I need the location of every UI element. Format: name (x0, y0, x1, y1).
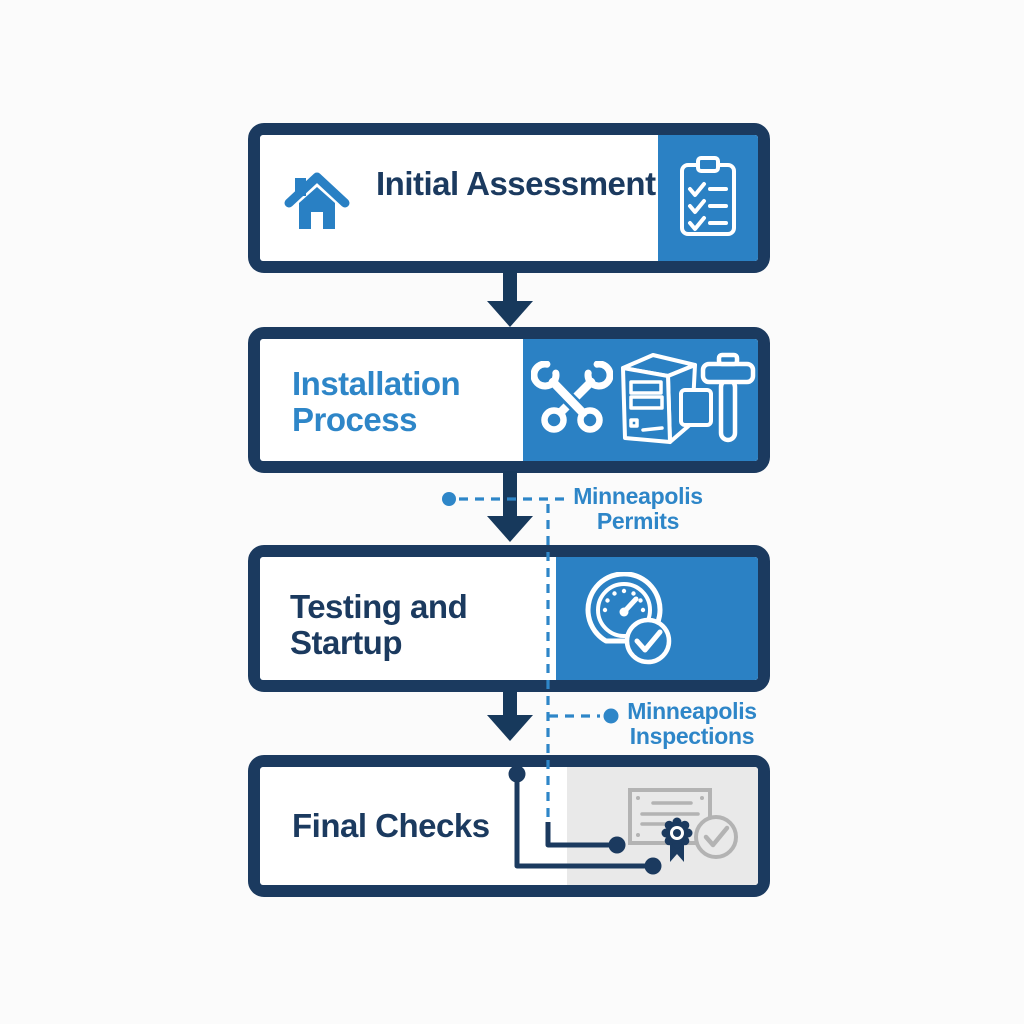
step-box-initial-assessment-inner: Initial Assessment (260, 135, 758, 261)
step-box-installation-process: Installation Process (248, 327, 770, 473)
home-icon (284, 165, 350, 237)
permits-dot (442, 492, 456, 506)
step-box-final-checks: Final Checks (248, 755, 770, 897)
step-1-label: Initial Assessment (376, 165, 656, 202)
step-box-final-checks-inner: Final Checks (260, 767, 758, 885)
gauge-check-icon (580, 572, 690, 668)
step-box-testing-startup: Testing and Startup (248, 545, 770, 692)
annotation-minneapolis-inspections: Minneapolis Inspections (627, 698, 757, 749)
step-2-icon-panel (523, 339, 758, 461)
step-2-label: Installation Process (292, 365, 461, 438)
step-4-label: Final Checks (292, 807, 490, 844)
step-box-installation-process-inner: Installation Process (260, 339, 758, 461)
step-1-icon-panel (658, 135, 758, 261)
down-arrow-2 (487, 471, 533, 542)
down-arrow-3 (487, 690, 533, 741)
check-circle-icon (694, 815, 738, 859)
hammer-icon (700, 352, 756, 444)
step-3-label: Testing and Startup (290, 588, 468, 661)
furnace-unit-icon (618, 350, 718, 450)
annotation-minneapolis-permits: Minneapolis Permits (573, 483, 703, 534)
step-box-initial-assessment: Initial Assessment (248, 123, 770, 273)
step-box-testing-startup-inner: Testing and Startup (260, 557, 758, 680)
certificate-ribbon-icon (623, 785, 748, 870)
crossed-wrenches-icon (531, 361, 613, 443)
step-3-icon-panel (556, 557, 758, 680)
step-4-icon-panel (567, 767, 758, 885)
down-arrow-1 (487, 270, 533, 327)
checklist-clipboard-icon (677, 156, 739, 240)
